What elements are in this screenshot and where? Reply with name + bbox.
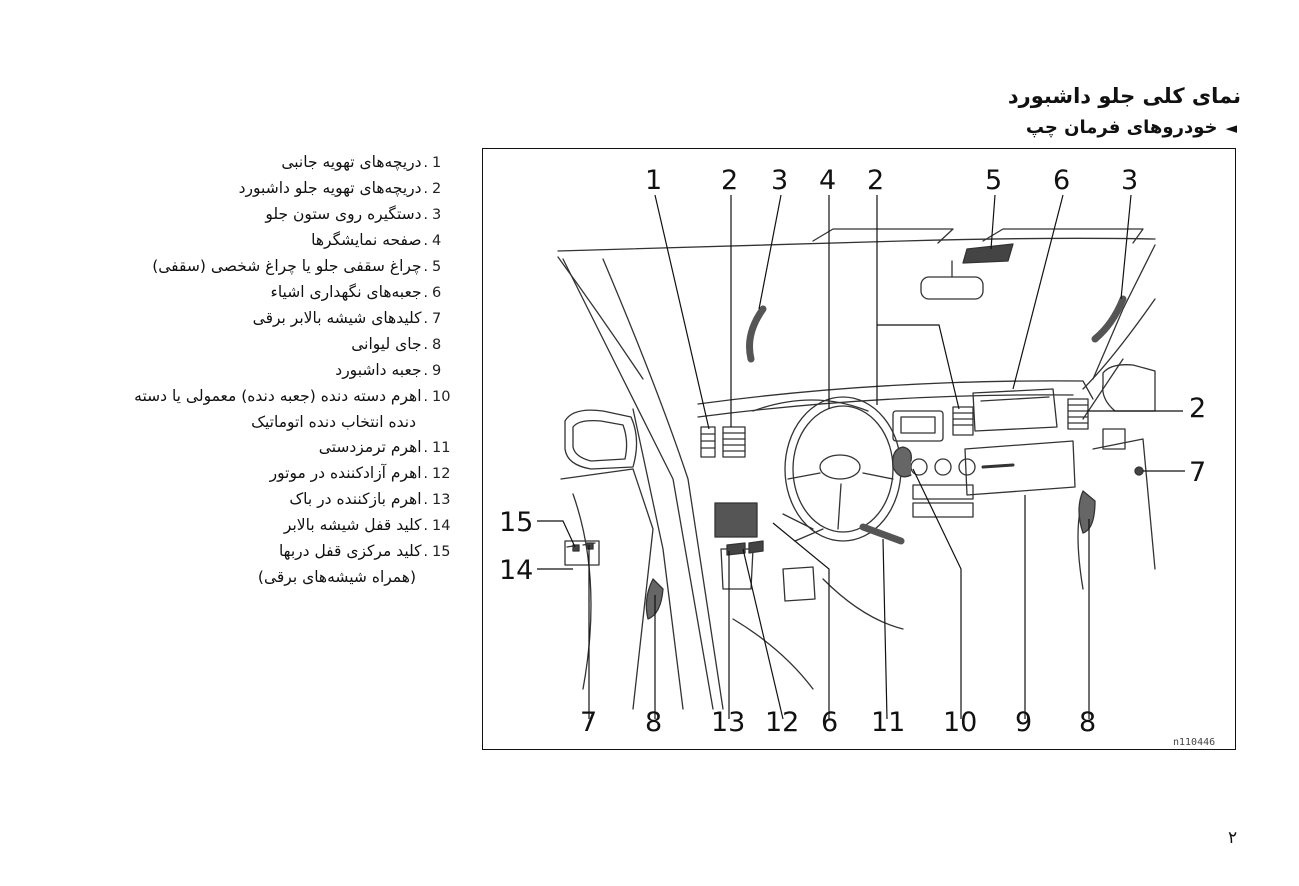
legend-item: 6.جعبه‌های نگهداری اشیاء — [90, 280, 456, 306]
legend-number: 1 — [432, 155, 442, 171]
subtitle-text: خودروهای فرمان چپ — [1025, 117, 1218, 138]
legend-number: 2 — [432, 181, 442, 197]
legend-text: اهرم دسته دنده (جعبه دنده) معمولی یا دست… — [134, 387, 422, 405]
legend-item: 4.صفحه نمایشگرها — [90, 228, 456, 254]
callout-left-15: 15 — [499, 507, 533, 538]
legend-text: جعبه داشبورد — [335, 361, 422, 379]
callout-top-5: 5 — [985, 165, 1002, 196]
legend-text: دریچه‌های تهویه جانبی — [281, 153, 422, 171]
callout-right-7: 7 — [1189, 457, 1206, 488]
dashboard-illustration: 1 2 3 4 2 5 6 3 2 7 15 14 7 8 13 12 6 11… — [499, 165, 1215, 748]
legend-number: 12 — [432, 466, 451, 482]
legend-text: جعبه‌های نگهداری اشیاء — [270, 283, 422, 301]
legend-number: 8 — [432, 337, 442, 353]
legend-number: 4 — [432, 233, 442, 249]
legend-item: 14.کلید قفل شیشه بالابر — [90, 513, 456, 539]
legend-item: 2.دریچه‌های تهویه جلو داشبورد — [90, 176, 456, 202]
legend-item: 15.کلید مرکزی قفل دربها — [90, 539, 456, 565]
legend-number: 14 — [432, 518, 451, 534]
callout-bottom-7: 7 — [580, 707, 597, 738]
legend-item: 13.اهرم بازکننده در باک — [90, 487, 456, 513]
legend-text: دستگیره روی ستون جلو — [265, 205, 422, 223]
legend-text: چراغ سقفی جلو یا چراغ شخصی (سقفی) — [152, 257, 422, 275]
callout-right-2: 2 — [1189, 393, 1206, 424]
legend-text: صفحه نمایشگرها — [311, 231, 422, 249]
callout-top-6: 6 — [1053, 165, 1070, 196]
callout-bottom-8b: 8 — [1079, 707, 1096, 738]
legend-item: 8.جای لیوانی — [90, 332, 456, 358]
legend-item: 5.چراغ سقفی جلو یا چراغ شخصی (سقفی) — [90, 254, 456, 280]
page-title: نمای کلی جلو داشبورد — [1007, 84, 1241, 108]
legend-item: 1.دریچه‌های تهویه جانبی — [90, 150, 456, 176]
legend-number: 13 — [432, 492, 451, 508]
page-subtitle: ◄ خودروهای فرمان چپ — [1026, 117, 1237, 138]
callout-bottom-13: 13 — [711, 707, 745, 738]
legend-item: 10.اهرم دسته دنده (جعبه دنده) معمولی یا … — [90, 384, 456, 410]
callout-bottom-6: 6 — [821, 707, 838, 738]
legend-text: اهرم بازکننده در باک — [289, 490, 422, 508]
left-pointer-icon: ◄ — [1225, 119, 1237, 137]
callout-left-14: 14 — [499, 555, 533, 586]
legend-text: اهرم آزادکننده در موتور — [269, 464, 422, 482]
legend-number: 5 — [432, 259, 442, 275]
legend-number: 11 — [432, 440, 451, 456]
callout-top-3: 3 — [771, 165, 788, 196]
legend-item: 12.اهرم آزادکننده در موتور — [90, 461, 456, 487]
legend-item: 11.اهرم ترمزدستی — [90, 435, 456, 461]
legend-item: 3.دستگیره روی ستون جلو — [90, 202, 456, 228]
callout-bottom-9: 9 — [1015, 707, 1032, 738]
legend-text: کلید مرکزی قفل دربها — [278, 542, 422, 560]
dashboard-figure: 1 2 3 4 2 5 6 3 2 7 15 14 7 8 13 12 6 11… — [482, 148, 1236, 750]
callout-top-4: 4 — [819, 165, 836, 196]
legend-number: 10 — [432, 389, 451, 405]
legend-item-continuation: (همراه شیشه‌های برقی) — [257, 568, 416, 586]
legend-number: 15 — [432, 544, 451, 560]
legend-text: کلید قفل شیشه بالابر — [283, 516, 422, 534]
callout-bottom-8: 8 — [645, 707, 662, 738]
legend-number: 3 — [432, 207, 442, 223]
figure-code: n110446 — [1173, 737, 1215, 748]
legend-text: اهرم ترمزدستی — [318, 438, 422, 456]
legend-number: 9 — [432, 363, 442, 379]
callout-bottom-10: 10 — [943, 707, 977, 738]
legend-number: 7 — [432, 311, 442, 327]
legend-text: جای لیوانی — [351, 335, 422, 353]
callout-top-1: 1 — [645, 165, 662, 196]
legend-number: 6 — [432, 285, 442, 301]
callout-bottom-11: 11 — [871, 707, 905, 738]
legend-text: کلیدهای شیشه بالابر برقی — [252, 309, 422, 327]
callout-top-2: 2 — [721, 165, 738, 196]
legend-item: 9.جعبه داشبورد — [90, 358, 456, 384]
callout-bottom-12: 12 — [765, 707, 799, 738]
legend-list: 1.دریچه‌های تهویه جانبی 2.دریچه‌های تهوی… — [90, 150, 456, 590]
legend-text: دریچه‌های تهویه جلو داشبورد — [238, 179, 422, 197]
callout-top-3b: 3 — [1121, 165, 1138, 196]
legend-item-continuation: دنده انتخاب دنده اتوماتیک — [251, 413, 416, 431]
callout-top-2b: 2 — [867, 165, 884, 196]
legend-item: 7.کلیدهای شیشه بالابر برقی — [90, 306, 456, 332]
page-number: ۲ — [1228, 828, 1238, 848]
